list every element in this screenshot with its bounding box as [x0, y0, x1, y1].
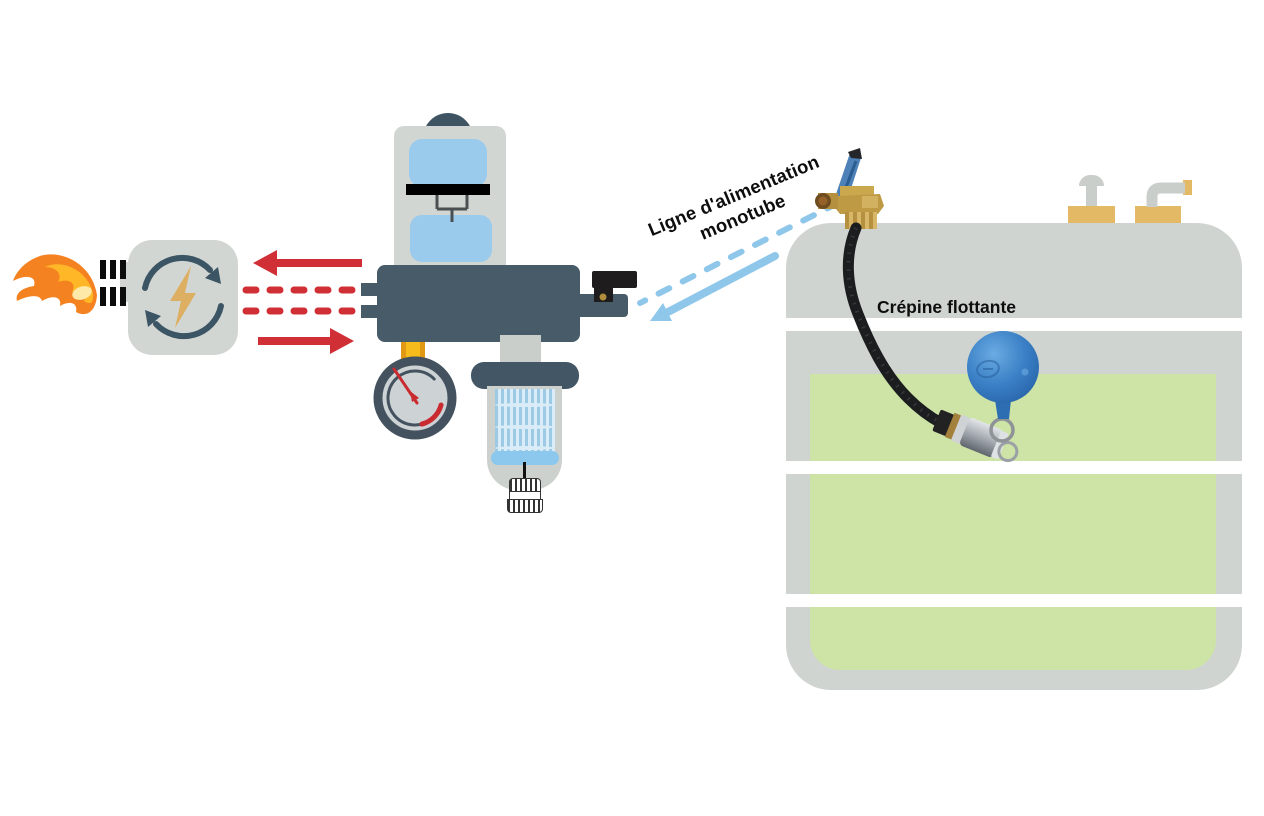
manifold-port-left-bottom — [361, 305, 378, 318]
fill-pipe — [1146, 182, 1185, 207]
tank-oil-fill — [810, 374, 1216, 670]
pressure-gauge-icon — [373, 356, 457, 440]
blue-arrow-shaft — [664, 252, 779, 316]
cartridge-band — [495, 425, 555, 429]
fill-fitting-base — [1135, 206, 1181, 223]
deaerator-float-bracket — [435, 195, 469, 222]
bleed-valve-body — [594, 271, 613, 302]
float-ball-icon — [967, 331, 1039, 419]
deaerator-window-top — [409, 139, 487, 187]
filter-head-collar — [471, 362, 579, 389]
burner-flow-arrows — [242, 250, 363, 354]
vent-pipe — [1086, 184, 1097, 207]
tank-valve — [815, 148, 884, 229]
nozzle-bar — [110, 260, 116, 279]
nozzle-bar — [100, 287, 106, 306]
burner-flange — [120, 262, 130, 302]
tank-stripe — [786, 318, 1242, 331]
sync-arrows-icon — [142, 254, 224, 340]
filter-inlet-pipe — [500, 335, 541, 365]
nozzle-bar — [120, 260, 126, 279]
blue-dashed-line — [637, 200, 841, 306]
lightning-icon — [170, 266, 196, 328]
valve-lever-tip — [848, 148, 862, 159]
tank-stripe — [786, 461, 1242, 474]
cartridge-band — [495, 446, 555, 450]
fill-pipe-cap — [1183, 180, 1192, 195]
bleed-valve-brass-dot — [599, 293, 607, 301]
suction-hose — [842, 222, 947, 429]
filter-bottom-gasket — [491, 451, 559, 465]
nozzle-bar — [110, 287, 116, 306]
drain-cap-bottom — [507, 499, 543, 513]
floating-strainer-label: Crépine flottante — [877, 297, 1017, 317]
flame-icon — [13, 254, 97, 315]
manifold-block — [377, 265, 580, 342]
vent-cap — [1079, 175, 1104, 186]
red-arrow-right-head — [330, 328, 354, 354]
supply-line-arrows — [637, 200, 841, 321]
nozzle-bar — [120, 287, 126, 306]
red-arrow-left-head — [253, 250, 277, 276]
deaerator-level-bar — [406, 184, 490, 195]
cartridge-band — [495, 403, 555, 407]
manifold-port-right — [578, 294, 628, 317]
tank-stripe — [786, 594, 1242, 607]
nozzle-bar — [100, 260, 106, 279]
blue-arrow-head — [650, 303, 672, 321]
manifold-port-left-top — [361, 283, 378, 296]
drain-stem — [523, 462, 526, 482]
filter-cartridge — [495, 389, 555, 460]
vent-fitting-base — [1068, 206, 1115, 223]
deaerator-window-bottom — [410, 215, 492, 262]
